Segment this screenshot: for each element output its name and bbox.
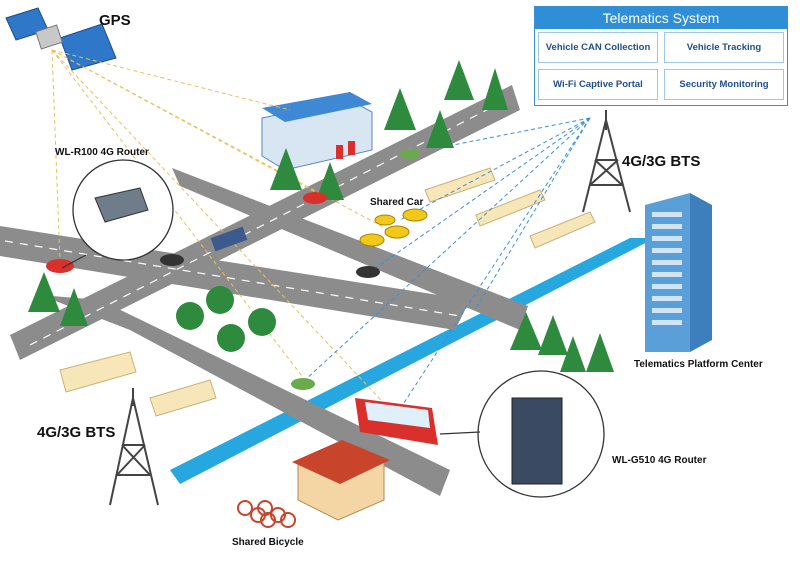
shared-bicycle-label: Shared Bicycle	[232, 537, 304, 548]
road-diagonal	[10, 85, 520, 360]
bts-bottom-label: 4G/3G BTS	[37, 424, 116, 441]
bts-signal-lines	[304, 117, 591, 413]
feature-security-monitoring: Security Monitoring	[664, 69, 784, 100]
router-g510-callout	[439, 370, 605, 498]
telematics-system-panel: Telematics System Vehicle CAN Collection…	[534, 6, 788, 106]
bts-top-label: 4G/3G BTS	[622, 153, 701, 170]
building-block	[59, 167, 596, 417]
shared-cars	[359, 208, 428, 247]
vehicles	[46, 149, 420, 390]
shared-car-label: Shared Car	[370, 197, 424, 208]
feature-vehicle-can-collection: Vehicle CAN Collection	[538, 32, 658, 63]
bts-tower-bottom	[109, 388, 159, 506]
bus	[355, 398, 438, 445]
bicycle-shop	[292, 440, 390, 521]
gps-satellite	[5, 7, 117, 71]
bicycles	[237, 500, 296, 528]
road-upper	[172, 168, 528, 330]
router-r100-callout	[61, 159, 174, 269]
router-r100-label: WL-R100 4G Router	[55, 147, 149, 158]
router-g510-label: WL-G510 4G Router	[612, 455, 707, 466]
telematics-system-title: Telematics System	[535, 7, 787, 29]
platform-center-label: Telematics Platform Center	[634, 359, 763, 370]
gps-label: GPS	[99, 12, 131, 29]
gas-station	[261, 92, 373, 171]
bts-tower-top	[582, 110, 631, 213]
river	[170, 238, 655, 484]
telematics-feature-grid: Vehicle CAN Collection Vehicle Tracking …	[535, 29, 787, 103]
road-lower	[40, 295, 450, 496]
platform-building	[645, 193, 712, 352]
tree-group	[28, 60, 614, 372]
feature-vehicle-tracking: Vehicle Tracking	[664, 32, 784, 63]
feature-wifi-captive-portal: Wi-Fi Captive Portal	[538, 69, 658, 100]
road-marking	[4, 240, 461, 317]
